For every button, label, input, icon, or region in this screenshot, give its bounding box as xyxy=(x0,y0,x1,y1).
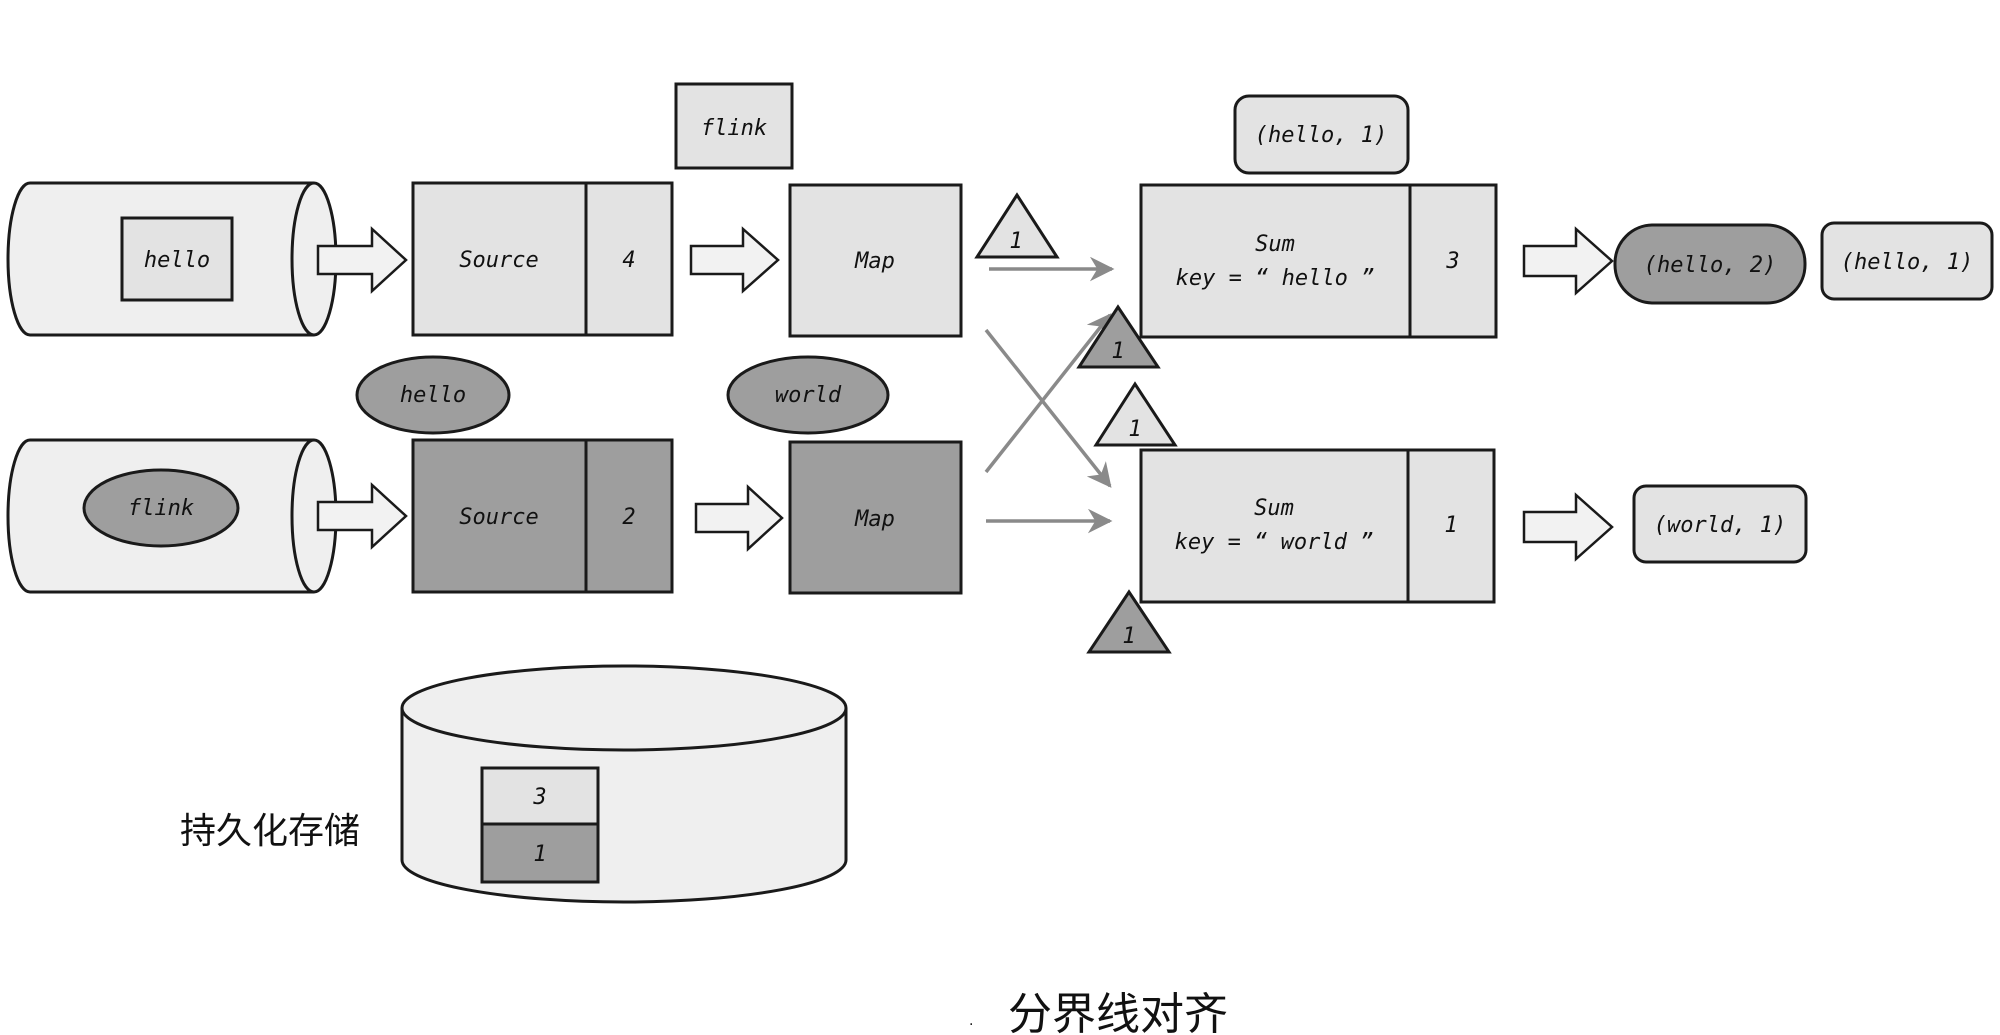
caption-dot: . xyxy=(969,1013,973,1029)
source-offset: 2 xyxy=(622,505,635,530)
queue-record-ellipse xyxy=(82,468,240,548)
in-flight-record-flink: flink xyxy=(674,82,794,170)
block-arrow-icon xyxy=(694,484,784,552)
map-label: Map xyxy=(854,507,895,532)
map-label: Map xyxy=(854,249,895,274)
svg-text:1: 1 xyxy=(1111,339,1124,364)
svg-text:flink: flink xyxy=(701,116,767,141)
pending-record-hello-1: (hello, 1) xyxy=(1233,94,1410,175)
svg-text:(world, 1): (world, 1) xyxy=(1654,513,1786,538)
barrier-triangle-icon: 1 xyxy=(974,192,1060,259)
svg-text:(hello, 2): (hello, 2) xyxy=(1644,253,1776,278)
in-flight-record-hello: hello xyxy=(355,355,511,435)
map-operator-top: Map xyxy=(788,183,963,338)
barrier-triangle-icon: 1 xyxy=(1093,381,1178,447)
connector-arrow xyxy=(984,328,1112,488)
queue-record-box xyxy=(120,216,234,302)
source-label: Source xyxy=(459,505,538,530)
sum-operator-world: Sum key = “ world ” 1 xyxy=(1139,448,1496,604)
sum-key: key = “ world ” xyxy=(1175,530,1374,555)
output-record-previous: (hello, 1) xyxy=(1820,221,1994,301)
sum-label: Sum xyxy=(1254,496,1294,521)
snapshot-slot xyxy=(480,766,600,826)
block-arrow-icon xyxy=(1522,226,1614,296)
svg-text:1: 1 xyxy=(1122,624,1135,649)
block-arrow-icon xyxy=(316,226,408,294)
input-queue-bottom: flink xyxy=(6,438,338,594)
sum-state: 1 xyxy=(1444,513,1457,538)
snapshot-slot xyxy=(480,822,600,884)
sum-operator-hello: Sum key = “ hello ” 3 xyxy=(1139,183,1498,339)
svg-text:1: 1 xyxy=(1009,229,1022,254)
output-record-world: (world, 1) xyxy=(1632,484,1808,564)
in-flight-record-world: world xyxy=(726,355,890,435)
block-arrow-icon xyxy=(1522,492,1614,562)
figure-caption: 分界线对齐 xyxy=(1008,989,1228,1035)
source-label: Source xyxy=(459,248,538,273)
svg-text:world: world xyxy=(775,383,842,408)
input-queue-top: hello xyxy=(6,181,338,337)
map-operator-bottom: Map xyxy=(788,440,963,595)
persistent-storage-cylinder: 3 1 xyxy=(400,664,848,904)
snapshot-value: 1 xyxy=(533,842,546,867)
queue-record-text: hello xyxy=(144,248,210,273)
block-arrow-icon xyxy=(316,482,408,550)
connector-arrow xyxy=(984,313,1112,474)
source-operator-bottom: Source 2 xyxy=(411,438,674,594)
barrier-triangle-icon: 1 xyxy=(1076,304,1161,369)
queue-record-text: flink xyxy=(128,496,194,521)
sum-key: key = “ hello ” xyxy=(1176,266,1375,291)
svg-text:(hello, 1): (hello, 1) xyxy=(1841,250,1973,275)
snapshot-value: 3 xyxy=(532,785,546,810)
keyed-connections xyxy=(984,256,1115,534)
barrier-triangle-icon: 1 xyxy=(1086,589,1172,654)
source-offset: 4 xyxy=(622,248,635,273)
storage-label: 持久化存储 xyxy=(180,811,360,852)
source-operator-top: Source 4 xyxy=(411,181,674,337)
svg-text:1: 1 xyxy=(1128,417,1141,442)
sum-state: 3 xyxy=(1445,249,1459,274)
svg-text:hello: hello xyxy=(400,383,466,408)
sum-label: Sum xyxy=(1255,232,1295,257)
svg-text:(hello, 1): (hello, 1) xyxy=(1255,123,1387,148)
output-record-current: (hello, 2) xyxy=(1613,223,1807,305)
block-arrow-icon xyxy=(689,226,780,294)
